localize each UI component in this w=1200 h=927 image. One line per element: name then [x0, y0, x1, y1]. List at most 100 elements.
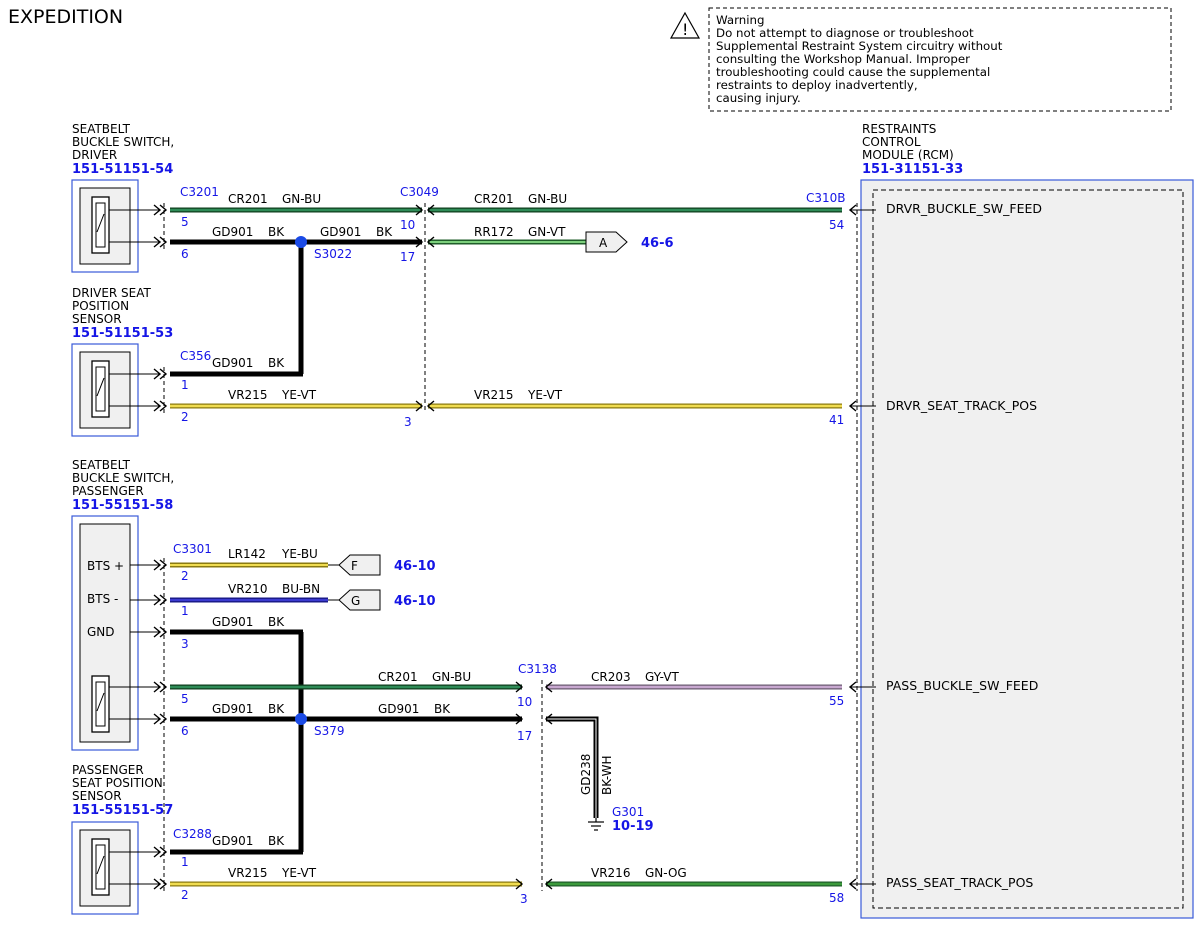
svg-text:BK: BK	[268, 356, 285, 370]
ground-label[interactable]: G301	[612, 805, 644, 819]
offpage-ref: 46-6	[641, 236, 674, 251]
component-ref[interactable]: 151-31151-33	[862, 162, 963, 177]
svg-text:10: 10	[400, 218, 415, 232]
svg-text:MODULE (RCM): MODULE (RCM)	[862, 148, 954, 162]
connector-label[interactable]: C3301	[173, 542, 212, 556]
svg-text:5: 5	[181, 692, 189, 706]
offpage-connector-a[interactable]: A 46-6	[585, 231, 674, 253]
svg-text:GD901: GD901	[212, 225, 253, 239]
svg-text:VR216: VR216	[591, 866, 630, 880]
svg-text:GD901: GD901	[320, 225, 361, 239]
splice-s3022[interactable]	[295, 236, 307, 248]
svg-text:GN-BU: GN-BU	[282, 192, 321, 206]
connector-label[interactable]: C310B	[806, 191, 846, 205]
svg-text:3: 3	[181, 637, 189, 651]
component-ref[interactable]: 151-51151-54	[72, 162, 173, 177]
svg-text:17: 17	[400, 250, 415, 264]
connector-label[interactable]: C3049	[400, 185, 439, 199]
terminal-marks	[153, 204, 857, 890]
warning-line: troubleshooting could cause the suppleme…	[716, 65, 990, 79]
svg-text:SEAT POSITION: SEAT POSITION	[72, 776, 163, 790]
svg-text:DRIVER: DRIVER	[72, 148, 117, 162]
svg-text:BK: BK	[268, 702, 285, 716]
pin-label: BTS -	[87, 592, 118, 606]
splice-label: S379	[314, 724, 345, 738]
splice-s379[interactable]	[295, 713, 307, 725]
svg-text:BU-BN: BU-BN	[282, 582, 320, 596]
svg-text:CR203: CR203	[591, 670, 631, 684]
svg-text:GD901: GD901	[378, 702, 419, 716]
warning-line: Supplemental Restraint System circuitry …	[716, 39, 1003, 53]
svg-text:BK: BK	[434, 702, 451, 716]
svg-text:SENSOR: SENSOR	[72, 789, 122, 803]
rcm-signal: PASS_BUCKLE_SW_FEED	[886, 678, 1038, 693]
connector-label[interactable]: C3138	[518, 662, 557, 676]
wire-gd901-passenger	[170, 629, 522, 855]
component-ref[interactable]: 151-51151-53	[72, 326, 173, 341]
component-driver-buckle-switch: SEATBELT BUCKLE SWITCH, DRIVER 151-51151…	[71, 122, 174, 273]
svg-text:CR201: CR201	[228, 192, 268, 206]
svg-text:1: 1	[181, 604, 189, 618]
svg-text:CR201: CR201	[474, 192, 514, 206]
offpage-connector-g[interactable]: G 46-10	[338, 589, 436, 611]
svg-text:GD901: GD901	[212, 356, 253, 370]
warning-line: causing injury.	[716, 91, 801, 105]
svg-text:3: 3	[404, 415, 412, 429]
svg-text:55: 55	[829, 694, 844, 708]
svg-text:GN-BU: GN-BU	[528, 192, 567, 206]
connector-label[interactable]: C3201	[180, 185, 219, 199]
svg-text:10: 10	[517, 695, 532, 709]
warning-line: Warning	[716, 13, 765, 27]
svg-text:CR201: CR201	[378, 670, 418, 684]
svg-text:YE-VT: YE-VT	[527, 388, 563, 402]
svg-text:6: 6	[181, 247, 189, 261]
svg-text:RR172: RR172	[474, 225, 514, 239]
connector-label[interactable]: C356	[180, 349, 211, 363]
svg-text:5: 5	[181, 215, 189, 229]
ground-ref[interactable]: 10-19	[612, 819, 654, 834]
ground-g301: G301 10-19	[588, 805, 654, 834]
rcm-signal: DRVR_SEAT_TRACK_POS	[886, 398, 1037, 413]
svg-text:54: 54	[829, 218, 844, 232]
svg-text:A: A	[599, 236, 608, 250]
svg-text:BK: BK	[376, 225, 393, 239]
svg-text:VR215: VR215	[228, 866, 267, 880]
svg-text:VR215: VR215	[474, 388, 513, 402]
svg-text:POSITION: POSITION	[72, 299, 129, 313]
component-ref[interactable]: 151-55151-58	[72, 498, 173, 513]
svg-text:BK-WH: BK-WH	[600, 755, 614, 795]
pin-numbers: 5 6 10 17 54 1 2 3 41 2 1 3 5 6 10 17 55…	[181, 215, 844, 906]
component-ref[interactable]: 151-55151-57	[72, 803, 173, 818]
pin-label: BTS +	[87, 559, 124, 573]
svg-text:LR142: LR142	[228, 547, 266, 561]
pin-label: GND	[87, 625, 115, 639]
svg-text:BK: BK	[268, 225, 285, 239]
svg-text:2: 2	[181, 410, 189, 424]
offpage-ref: 46-10	[394, 594, 436, 609]
svg-text:YE-VT: YE-VT	[281, 388, 317, 402]
offpage-connector-f[interactable]: F 46-10	[338, 554, 436, 576]
svg-text:17: 17	[517, 729, 532, 743]
svg-text:58: 58	[829, 891, 844, 905]
svg-text:SENSOR: SENSOR	[72, 312, 122, 326]
component-passenger-buckle-switch: SEATBELT BUCKLE SWITCH, PASSENGER 151-55…	[71, 458, 174, 751]
warning-line: restraints to deploy inadvertently,	[716, 78, 918, 92]
svg-text:VR210: VR210	[228, 582, 267, 596]
wire-gd238	[546, 716, 599, 818]
warning-line: Do not attempt to diagnose or troublesho…	[716, 26, 974, 40]
svg-text:GD238: GD238	[579, 754, 593, 795]
svg-text:GN-VT: GN-VT	[528, 225, 566, 239]
svg-text:!: !	[682, 20, 688, 39]
svg-text:CONTROL: CONTROL	[862, 135, 921, 149]
svg-text:GN-OG: GN-OG	[645, 866, 687, 880]
warning-line: consulting the Workshop Manual. Improper	[716, 52, 970, 66]
svg-text:BUCKLE SWITCH,: BUCKLE SWITCH,	[72, 471, 174, 485]
connector-label[interactable]: C3288	[173, 827, 212, 841]
svg-text:GD901: GD901	[212, 615, 253, 629]
svg-text:1: 1	[181, 378, 189, 392]
svg-text:VR215: VR215	[228, 388, 267, 402]
svg-text:2: 2	[181, 569, 189, 583]
svg-text:SEATBELT: SEATBELT	[72, 122, 131, 136]
svg-text:6: 6	[181, 724, 189, 738]
